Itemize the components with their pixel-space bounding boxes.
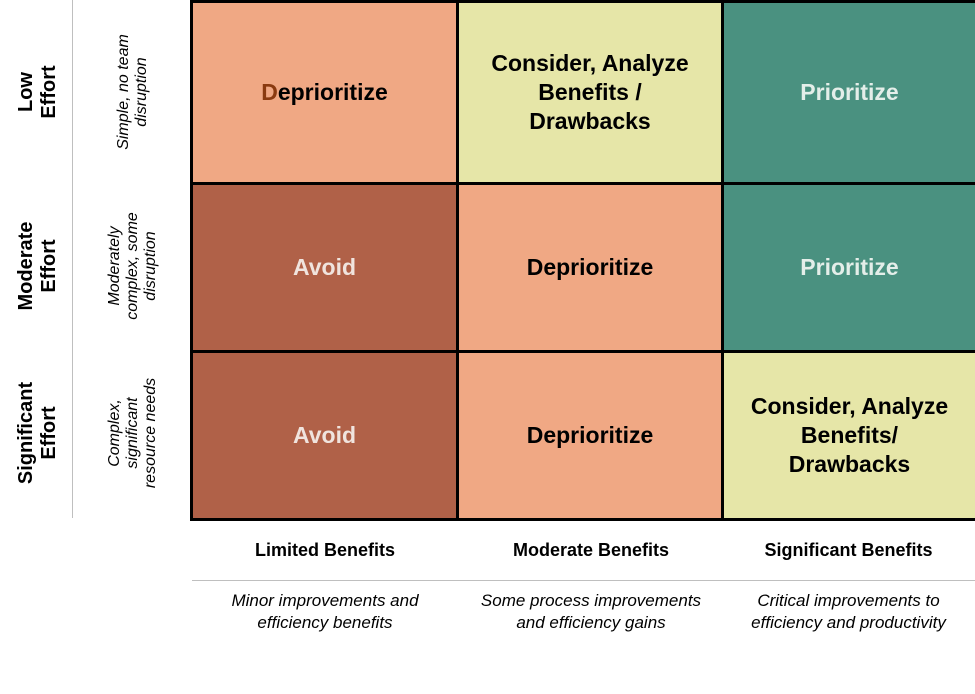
- cell-text: Avoid: [293, 253, 356, 282]
- col-desc-line: and efficiency gains: [516, 613, 666, 632]
- col-desc-limited: Minor improvements and efficiency benefi…: [192, 590, 458, 634]
- row-effort-line: Moderate: [15, 221, 37, 311]
- cell-text-line: Drawbacks: [788, 451, 911, 477]
- col-desc-significant: Critical improvements to efficiency and …: [722, 590, 975, 634]
- row-desc-line: significant: [124, 397, 141, 469]
- cell-text-line: Prioritize: [800, 79, 899, 105]
- cell-text-line: Deprioritize: [526, 254, 654, 280]
- col-desc-moderate: Some process improvements and efficiency…: [458, 590, 724, 634]
- column-label-divider: [192, 580, 975, 581]
- row-effort-line: Significant: [15, 381, 37, 485]
- row-desc-line: resource needs: [142, 377, 159, 489]
- cell-text-line: Benefits/: [800, 422, 899, 448]
- cell-moderate-limited: Avoid: [190, 182, 459, 353]
- cell-text: Consider, Analyze Benefits / Drawbacks: [491, 49, 688, 136]
- cell-low-moderate: Consider, Analyze Benefits / Drawbacks: [456, 0, 724, 185]
- cell-text-line: Consider, Analyze: [750, 393, 949, 419]
- cell-text: Deprioritize: [527, 421, 654, 450]
- col-title-significant: Significant Benefits: [764, 540, 933, 560]
- col-desc-line: Some process improvements: [480, 591, 702, 610]
- cell-text-line: Avoid: [292, 422, 357, 448]
- cell-text: Deprioritize: [261, 78, 388, 107]
- col-desc-line: efficiency and productivity: [751, 613, 946, 632]
- col-title-moderate: Moderate Benefits: [512, 540, 670, 560]
- cell-text-line: Consider, Analyze: [491, 50, 689, 76]
- matrix-grid: Deprioritize Consider, Analyze Benefits …: [190, 0, 975, 521]
- cell-text: Prioritize: [800, 253, 898, 282]
- row-label-divider: [72, 0, 73, 518]
- row-desc-line: disruption: [133, 57, 150, 127]
- cell-significant-moderate: Deprioritize: [456, 350, 724, 521]
- row-desc-line: Simple, no team: [115, 34, 132, 150]
- cell-low-significant: Prioritize: [721, 0, 975, 185]
- cell-text: Prioritize: [800, 78, 898, 107]
- cell-significant-significant: Consider, Analyze Benefits/ Drawbacks: [721, 350, 975, 521]
- row-desc-line: disruption: [142, 231, 159, 301]
- cell-text-line: Drawbacks: [529, 108, 651, 134]
- cell-text-line: Deprioritize: [526, 422, 654, 448]
- cell-significant-limited: Avoid: [190, 350, 459, 521]
- col-desc-line: efficiency benefits: [257, 613, 393, 632]
- row-desc-line: Moderately: [106, 226, 123, 306]
- cell-moderate-moderate: Deprioritize: [456, 182, 724, 353]
- cell-text-line: Benefits /: [538, 79, 642, 105]
- cell-text: Deprioritize: [527, 253, 654, 282]
- cell-text-line: Deprioritize: [261, 79, 388, 105]
- row-effort-line: Effort: [38, 65, 60, 119]
- row-desc-line: Complex,: [106, 399, 123, 467]
- cell-low-limited: Deprioritize: [190, 0, 459, 185]
- cell-text: Consider, Analyze Benefits/ Drawbacks: [751, 392, 948, 479]
- col-title-limited: Limited Benefits: [254, 540, 396, 560]
- col-desc-line: Minor improvements and: [231, 591, 419, 610]
- col-desc-line: Critical improvements to: [757, 591, 940, 610]
- cell-text-line: Prioritize: [800, 254, 899, 280]
- row-effort-line: Effort: [38, 239, 60, 293]
- row-desc-line: complex, some: [124, 212, 141, 320]
- row-effort-line: Low: [15, 72, 37, 113]
- cell-text: Avoid: [293, 421, 356, 450]
- row-effort-line: Effort: [38, 406, 60, 460]
- cell-text-line: Avoid: [292, 254, 357, 280]
- cell-moderate-significant: Prioritize: [721, 182, 975, 353]
